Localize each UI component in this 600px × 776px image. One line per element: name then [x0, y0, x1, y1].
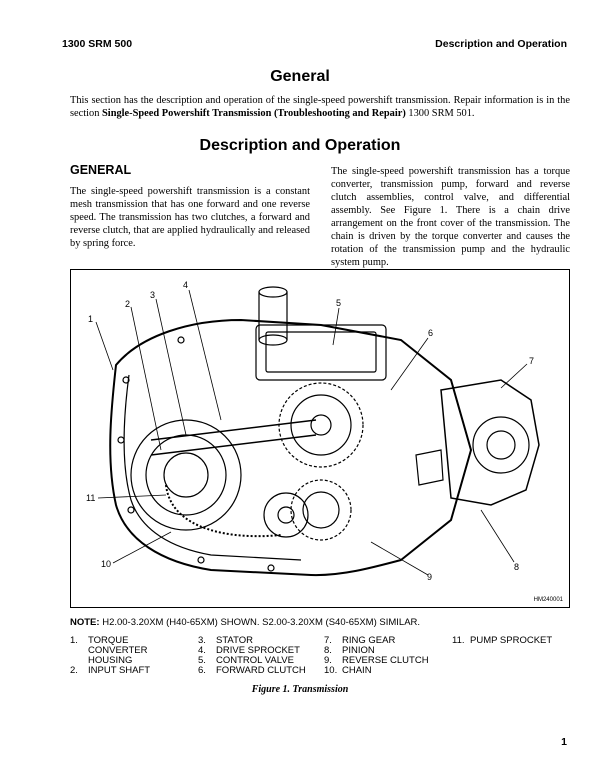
intro-text-end: 1300 SRM 501.: [405, 108, 475, 119]
callout-9: 9: [427, 572, 432, 582]
legend-item: 10. CHAIN: [324, 666, 429, 676]
legend-num: 2.: [70, 665, 78, 676]
legend-text: TORQUE CONVERTER HOUSING: [88, 635, 148, 666]
page-title: Description and Operation: [199, 137, 401, 154]
legend-item: 9. REVERSE CLUTCH: [324, 656, 429, 666]
legend-text: FORWARD CLUTCH: [216, 665, 306, 676]
legend-text: STATOR: [216, 635, 253, 646]
transmission-figure: 1 2 3 4 5 6 7 8 9 10 11 HM240001: [70, 269, 570, 608]
header-manual-number: 1300 SRM 500: [62, 38, 133, 50]
figure-id: HM240001: [533, 597, 563, 603]
callout-8: 8: [514, 562, 519, 572]
legend-text: RING GEAR: [342, 635, 396, 646]
legend-column-2: 3. STATOR 4. DRIVE SPROCKET 5. CONTROL VALV…: [198, 636, 306, 676]
legend-num: 3.: [198, 635, 206, 646]
paragraph-right: The single-speed powershift transmission…: [331, 166, 570, 268]
callout-5: 5: [336, 298, 341, 308]
legend-num: 1.: [70, 635, 78, 646]
callout-10: 10: [101, 559, 111, 569]
legend-text: PUMP SPROCKET: [470, 635, 553, 646]
legend-num: 7.: [324, 635, 332, 646]
paragraph-left: The single-speed powershift transmission…: [70, 186, 310, 249]
legend-text: INPUT SHAFT: [88, 665, 151, 676]
legend-num: 4.: [198, 645, 206, 656]
legend-column-4: 11. PUMP SPROCKET: [452, 636, 552, 646]
callout-2: 2: [125, 299, 130, 309]
legend-column-1: 1. TORQUE CONVERTER HOUSING 2. INPUT SHAFT: [70, 636, 150, 676]
legend-num: 5.: [198, 655, 206, 666]
callout-11: 11: [86, 493, 95, 503]
legend-text: REVERSE CLUTCH: [342, 655, 429, 666]
legend-column-3: 7. RING GEAR 8. PINION 9. REVERSE CLUTCH 10…: [324, 636, 429, 676]
transmission-illustration: 1 2 3 4 5 6 7 8 9 10 11: [86, 280, 540, 582]
callout-4: 4: [183, 280, 188, 290]
figure-note: NOTE: H2.00-3.20XM (H40-65XM) SHOWN. S2.…: [70, 617, 420, 628]
legend-num: 8.: [324, 645, 332, 656]
legend-item: 1. TORQUE CONVERTER HOUSING: [70, 636, 150, 666]
legend-item: 11. PUMP SPROCKET: [452, 636, 552, 646]
legend-num: 11.: [452, 635, 465, 646]
legend-item: 8. PINION: [324, 646, 429, 656]
legend-item: 3. STATOR: [198, 636, 306, 646]
legend-text: PINION: [342, 645, 375, 656]
callout-7: 7: [529, 356, 534, 366]
callout-6: 6: [428, 328, 433, 338]
figure-caption: Figure 1. Transmission: [251, 684, 349, 695]
legend-num: 9.: [324, 655, 332, 666]
legend-text: CONTROL VALVE: [216, 655, 294, 666]
callout-1: 1: [88, 314, 93, 324]
intro-text-start: This section has the description and ope…: [70, 95, 570, 119]
header-section-title: Description and Operation: [435, 38, 567, 50]
legend-item: 2. INPUT SHAFT: [70, 666, 150, 676]
intro-paragraph: This section has the description and ope…: [70, 94, 570, 120]
section-title: General: [270, 68, 330, 85]
legend-item: 4. DRIVE SPROCKET: [198, 646, 306, 656]
legend-item: 5. CONTROL VALVE: [198, 656, 306, 666]
legend-text: DRIVE SPROCKET: [216, 645, 300, 656]
page-number: 1: [561, 736, 567, 748]
callout-3: 3: [150, 290, 155, 300]
legend-text: CHAIN: [342, 665, 372, 676]
note-text: H2.00-3.20XM (H40-65XM) SHOWN. S2.00-3.2…: [99, 617, 421, 628]
legend-item: 7. RING GEAR: [324, 636, 429, 646]
subsection-heading: GENERAL: [70, 163, 132, 177]
legend-num: 10.: [324, 665, 338, 676]
legend-item: 6. FORWARD CLUTCH: [198, 666, 306, 676]
legend-num: 6.: [198, 665, 206, 676]
note-label: NOTE:: [70, 617, 100, 628]
intro-reference-title: Single-Speed Powershift Transmission (Tr…: [102, 108, 406, 119]
